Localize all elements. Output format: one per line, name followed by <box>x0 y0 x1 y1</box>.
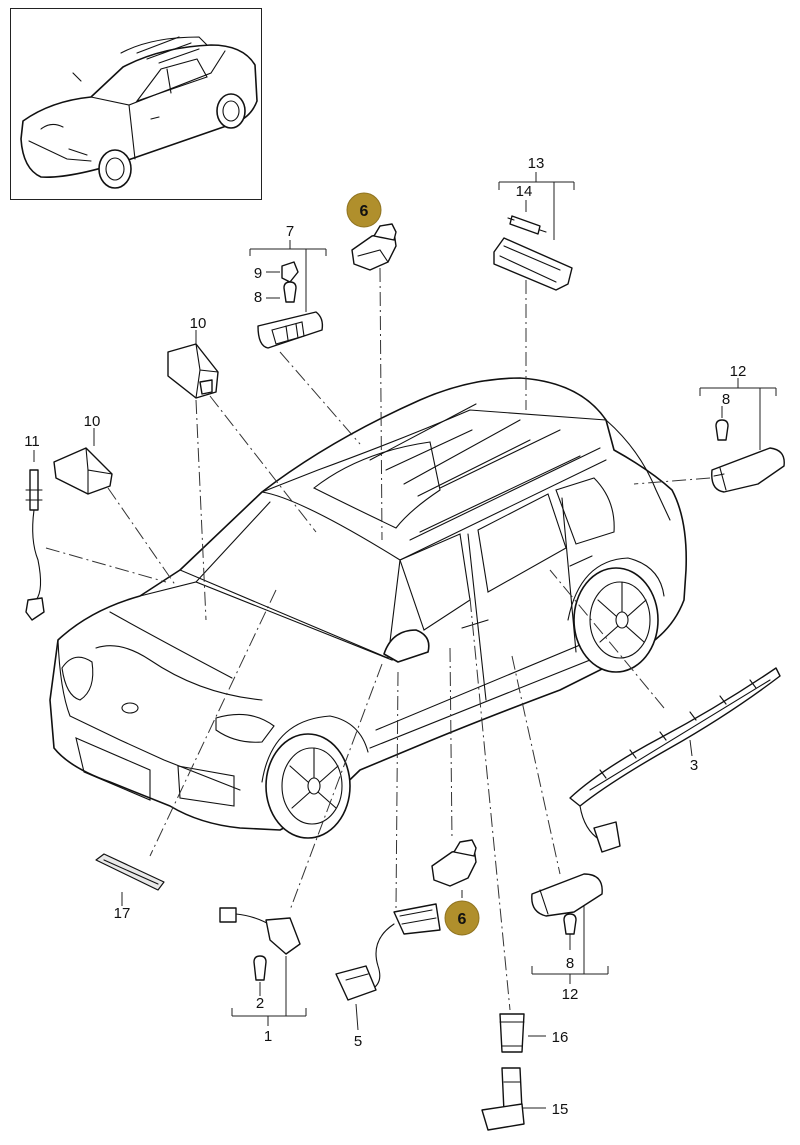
bracket-lines <box>33 172 777 1109</box>
callout-16: 16 <box>552 1029 569 1046</box>
callout-6-top: 6 <box>360 203 369 220</box>
side-light-housing-top <box>711 447 785 493</box>
callout-badge-6-top <box>346 192 382 228</box>
connector-cable-part <box>335 903 441 1001</box>
callout-1: 1 <box>264 1028 272 1045</box>
control-module-left <box>53 447 113 495</box>
callout-15: 15 <box>552 1101 569 1118</box>
callout-12-top: 12 <box>730 363 747 380</box>
side-light-housing-bottom <box>531 873 603 917</box>
sensor-part-top <box>351 223 397 271</box>
callout-8-near-7: 8 <box>254 289 262 306</box>
callout-14: 14 <box>516 183 533 200</box>
callout-8-right: 8 <box>722 391 730 408</box>
suv-thumbnail-icon <box>20 36 258 189</box>
callout-10-left: 10 <box>84 413 101 430</box>
sensor-part-bottom <box>431 839 477 887</box>
callout-12-bottom: 12 <box>562 986 579 1003</box>
interior-light-part <box>493 215 573 291</box>
callout-3: 3 <box>690 757 698 774</box>
bulb-part-c <box>563 913 577 935</box>
callout-5: 5 <box>354 1033 362 1050</box>
bulb-part-b <box>715 419 729 441</box>
callout-13: 13 <box>528 155 545 172</box>
bulb-part-d <box>253 955 267 981</box>
bulb-holder-part <box>499 1013 525 1053</box>
callout-11: 11 <box>24 433 40 450</box>
callout-8-bottom: 8 <box>566 955 574 972</box>
callout-9: 9 <box>254 265 262 282</box>
reading-light-part <box>257 311 324 349</box>
switch-part <box>481 1067 525 1131</box>
control-module-top <box>167 343 219 399</box>
cap-part <box>281 261 299 283</box>
callout-10-top: 10 <box>190 315 207 332</box>
callout-badge-6-bottom <box>444 900 480 936</box>
vehicle-body <box>49 377 688 839</box>
light-strip-part <box>569 667 781 853</box>
lens-strip-part <box>95 853 165 891</box>
vehicle-thumbnail <box>10 8 262 200</box>
wire-sensor-part <box>25 469 45 621</box>
callout-6-bottom: 6 <box>458 911 467 928</box>
bulb-part-a <box>283 281 297 303</box>
leader-lines <box>45 267 711 1011</box>
callout-7: 7 <box>286 223 294 240</box>
socket-wire-part <box>219 907 301 955</box>
callout-17: 17 <box>114 905 131 922</box>
callout-2: 2 <box>256 995 264 1012</box>
callout-labels: 1 2 3 5 6 6 7 8 8 8 9 10 10 11 12 12 13 … <box>24 155 746 1118</box>
